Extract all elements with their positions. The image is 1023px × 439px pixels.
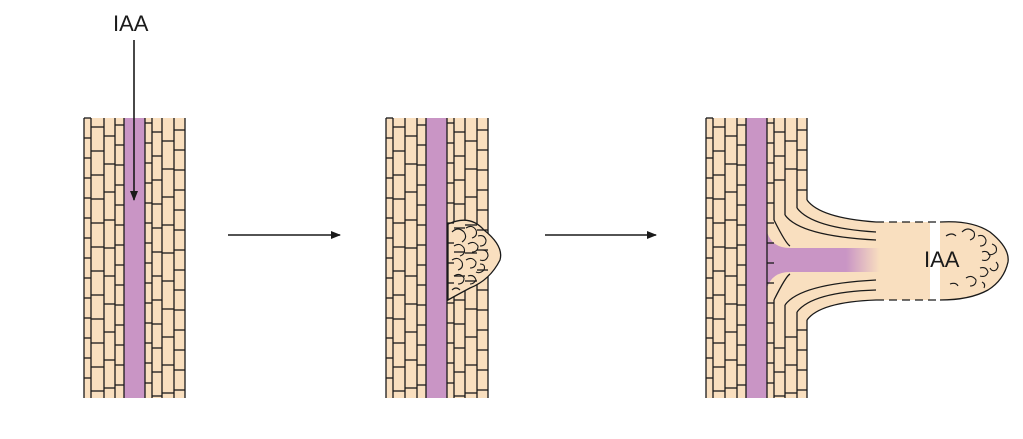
lateral-root-tip [939,221,1009,301]
iaa-application-label: IAA [113,11,149,36]
cell-walls-1 [84,117,185,397]
root-primordium [447,219,502,302]
vascular-strand-1 [124,118,145,398]
stem-segment-2 [385,118,502,398]
cell-walls-2 [386,117,488,397]
vascular-strand-3 [746,118,767,398]
vascular-strand-2 [426,118,447,398]
lateral-vascular-branch [767,232,880,288]
cell-walls-3 [706,117,807,397]
stem-segment-3 [705,118,1009,398]
iaa-root-label: IAA [924,247,960,272]
